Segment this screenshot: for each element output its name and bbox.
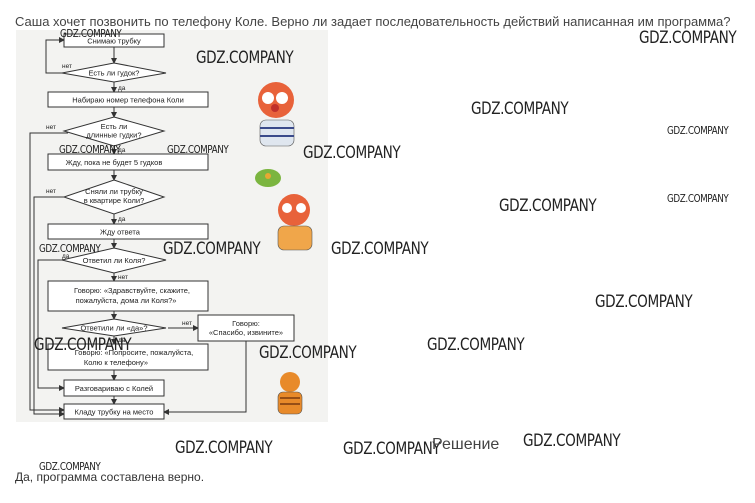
watermark-text: GDZ.COMPANY bbox=[499, 196, 597, 216]
text-wait-answer: Жду ответа bbox=[100, 228, 141, 237]
diamond-dial-tone bbox=[61, 62, 167, 83]
label-yes-kolya: да bbox=[62, 253, 70, 260]
watermark-text: GDZ.COMPANY bbox=[523, 431, 621, 451]
box-thanks bbox=[197, 314, 295, 342]
watermark-text: GDZ.COMPANY bbox=[196, 48, 294, 68]
answer-text: Да, программа составлена верно. bbox=[15, 470, 205, 484]
label-no-kolya: нет bbox=[118, 274, 128, 281]
watermark-text: GDZ.COMPANY bbox=[163, 239, 261, 259]
cartoon-clown-illustration bbox=[258, 82, 295, 147]
question-text: Саша хочет позвонить по телефону Коле. В… bbox=[15, 14, 731, 29]
watermark-text: GDZ.COMPANY bbox=[167, 143, 229, 156]
watermark-text: GDZ.COMPANY bbox=[175, 438, 273, 458]
box-pick-up bbox=[63, 33, 165, 48]
diamond-kolya-answered bbox=[61, 247, 167, 274]
text-picked-up-1: Сняли ли трубку bbox=[85, 187, 143, 196]
watermark-text: GDZ.COMPANY bbox=[303, 143, 401, 163]
box-ask-kolya bbox=[47, 343, 209, 371]
text-say-hello-2: пожалуйста, дома ли Коля?» bbox=[76, 296, 177, 305]
label-no-picked-up: нет bbox=[46, 188, 56, 195]
box-wait-five bbox=[47, 153, 209, 171]
text-pick-up: Снимаю трубку bbox=[87, 37, 141, 46]
watermark-text: GDZ.COMPANY bbox=[343, 439, 441, 459]
text-thanks-1: Говорю: bbox=[232, 319, 260, 328]
watermark-text: GDZ.COMPANY bbox=[34, 335, 132, 355]
label-yes-picked-up: да bbox=[118, 216, 126, 223]
watermark-text: GDZ.COMPANY bbox=[471, 99, 569, 119]
solution-heading: Решение bbox=[432, 436, 500, 453]
text-wait-five: Жду, пока не будет 5 гудков bbox=[66, 158, 163, 167]
watermark-text: GDZ.COMPANY bbox=[39, 242, 101, 255]
watermark-text: GDZ.COMPANY bbox=[595, 292, 693, 312]
box-dial bbox=[47, 91, 209, 108]
text-picked-up-2: в квартире Коли? bbox=[84, 196, 145, 205]
watermark-text: GDZ.COMPANY bbox=[39, 460, 101, 473]
label-yes-dial-tone: да bbox=[118, 85, 126, 92]
text-kolya-answered: Ответил ли Коля? bbox=[83, 256, 146, 265]
label-yes-long-beeps: да bbox=[118, 147, 126, 154]
watermark-text: GDZ.COMPANY bbox=[59, 143, 121, 156]
watermark-text: GDZ.COMPANY bbox=[667, 192, 729, 205]
text-answer-yes: Ответили ли «да»? bbox=[80, 324, 147, 333]
cartoon-telephone-illustration bbox=[255, 169, 281, 187]
flowchart-diagram: Снимаю трубку Есть ли гудок? Набираю ном… bbox=[29, 33, 313, 420]
diamond-answer-yes bbox=[61, 318, 167, 337]
label-no-long-beeps: нет bbox=[46, 124, 56, 131]
watermark-text: GDZ.COMPANY bbox=[427, 335, 525, 355]
diamond-long-beeps bbox=[62, 116, 166, 147]
watermark-text: GDZ.COMPANY bbox=[639, 28, 737, 48]
label-no-answer-yes: нет bbox=[182, 320, 192, 327]
text-ask-kolya-2: Колю к телефону» bbox=[84, 358, 148, 367]
text-dial-tone: Есть ли гудок? bbox=[89, 69, 140, 78]
box-hang-up bbox=[63, 403, 165, 420]
box-wait-answer bbox=[47, 223, 209, 240]
watermark-text: GDZ.COMPANY bbox=[259, 343, 357, 363]
text-thanks-2: «Спасибо, извините» bbox=[209, 328, 283, 337]
text-say-hello-1: Говорю: «Здравствуйте, скажите, bbox=[74, 286, 190, 295]
box-say-hello bbox=[47, 280, 209, 312]
text-ask-kolya-1: Говорю: «Попросите, пожалуйста, bbox=[75, 348, 194, 357]
diamond-picked-up bbox=[62, 179, 166, 215]
text-long-beeps-1: Есть ли bbox=[101, 122, 128, 131]
text-long-beeps-2: длинные гудки? bbox=[86, 131, 141, 140]
box-talk bbox=[63, 379, 165, 397]
text-talk: Разговариваю с Колей bbox=[75, 384, 153, 393]
label-no-dial-tone: нет bbox=[62, 63, 72, 70]
text-hang-up: Кладу трубку на место bbox=[75, 408, 154, 417]
cartoon-clown-second-illustration bbox=[277, 194, 313, 251]
label-yes-answer-yes: да bbox=[118, 337, 126, 344]
text-dial: Набираю номер телефона Коли bbox=[72, 96, 184, 105]
watermark-text: GDZ.COMPANY bbox=[331, 239, 429, 259]
flowchart-figure: Снимаю трубку Есть ли гудок? Набираю ном… bbox=[16, 30, 328, 422]
watermark-text: GDZ.COMPANY bbox=[60, 27, 122, 40]
watermark-text: GDZ.COMPANY bbox=[667, 124, 729, 137]
cartoon-cat-illustration bbox=[277, 372, 303, 415]
